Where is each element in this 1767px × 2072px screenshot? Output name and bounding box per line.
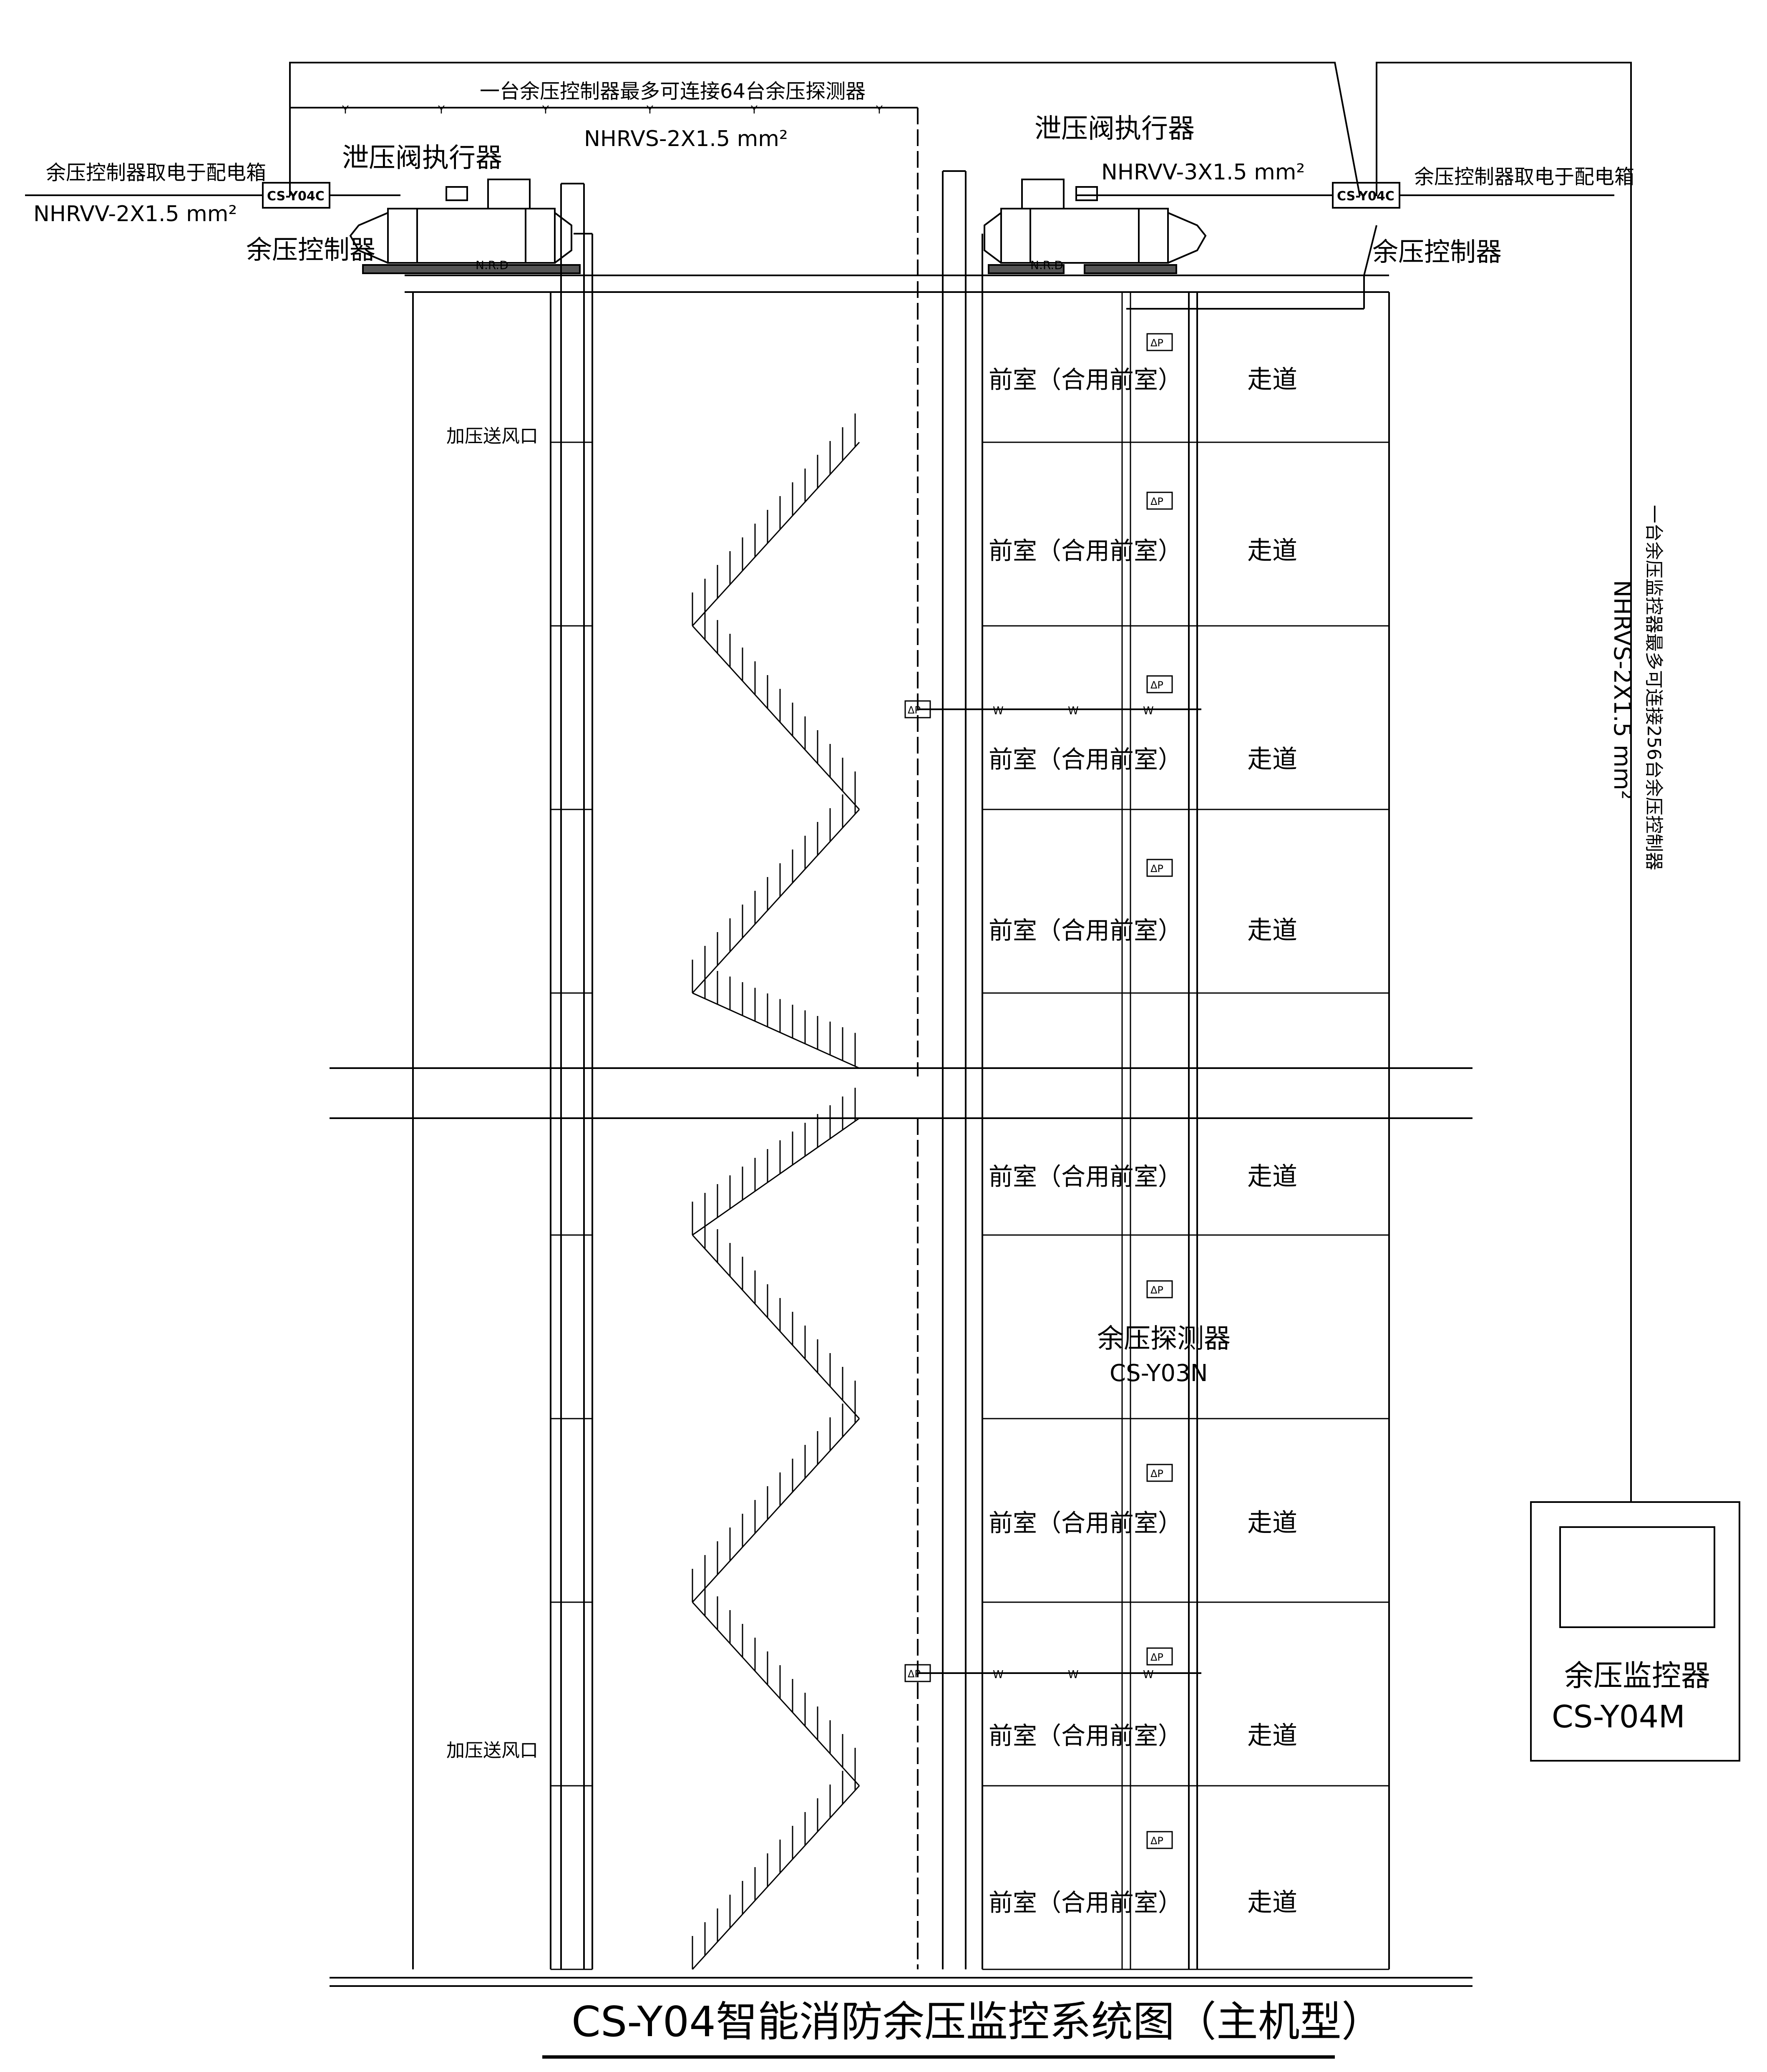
top-cable: NHRVS-2X1.5 mm² xyxy=(584,126,788,151)
corridor-label: 走道 xyxy=(1247,536,1297,565)
line-code: Y xyxy=(342,104,349,116)
line-code: Y xyxy=(876,104,883,116)
stair-flight xyxy=(692,992,860,1069)
stair-flight xyxy=(692,1418,860,1603)
corridor-label: 走道 xyxy=(1247,1721,1297,1750)
stair-flight xyxy=(692,1117,860,1236)
pressure-detector xyxy=(1146,1280,1173,1298)
detector-symbol: ΔP xyxy=(1150,679,1163,691)
anteroom-label: 前室（合用前室） xyxy=(989,916,1182,945)
corridor-label: 走道 xyxy=(1247,1162,1297,1191)
right-valve-actuator-label: 泄压阀执行器 xyxy=(1035,113,1195,144)
detector-symbol: ΔP xyxy=(1150,1651,1163,1663)
detector-symbol: ΔP xyxy=(1150,863,1163,875)
left-valve-actuator-label: 泄压阀执行器 xyxy=(342,143,502,174)
anteroom-label: 前室（合用前室） xyxy=(989,537,1182,565)
line-code: Y xyxy=(542,104,549,116)
air-inlet-label-top: 加压送风口 xyxy=(446,426,538,447)
detector-symbol: ΔP xyxy=(1150,1468,1163,1480)
pressure-detector xyxy=(1146,333,1173,351)
right-vertical-cable: NHRVS-2X1.5 mm² xyxy=(1608,580,1636,799)
pressure-detector xyxy=(1146,859,1173,877)
detector-symbol: ΔP xyxy=(908,1668,921,1680)
shaft-detector xyxy=(904,700,931,718)
right-vertical-note: 一台余压监控器最多可连接256台余压控制器 xyxy=(1643,505,1664,870)
right-controller-label: 余压控制器 xyxy=(1372,237,1502,267)
stair-flight xyxy=(692,441,860,627)
stair-flight xyxy=(692,625,860,810)
stair-flight xyxy=(692,1234,860,1419)
pressure-detector xyxy=(1146,1831,1173,1849)
right-controller-model: CS-Y04C xyxy=(1337,189,1394,204)
line-code: Y xyxy=(646,104,653,116)
line-code: W xyxy=(1143,705,1154,717)
right-power-label: 余压控制器取电于配电箱 xyxy=(1414,165,1634,189)
air-inlet-label-bottom: 加压送风口 xyxy=(446,1740,538,1761)
line-code: W xyxy=(1143,1669,1154,1681)
line-code: W xyxy=(993,705,1004,717)
corridor-label: 走道 xyxy=(1247,1508,1297,1538)
anteroom-label: 前室（合用前室） xyxy=(989,1722,1182,1750)
line-code: Y xyxy=(438,104,445,116)
line-code: W xyxy=(993,1669,1004,1681)
detector-symbol: ΔP xyxy=(1150,1284,1163,1296)
detector-symbol: ΔP xyxy=(1150,337,1163,349)
right-cable-label: NHRVV-3X1.5 mm² xyxy=(1101,160,1305,185)
stair-flight xyxy=(692,1601,860,1787)
corridor-label: 走道 xyxy=(1247,365,1297,394)
detector-model: CS-Y03N xyxy=(1110,1360,1208,1387)
line-code: Y xyxy=(750,104,758,116)
pressure-detector xyxy=(1146,492,1173,510)
detector-symbol: ΔP xyxy=(1150,1835,1163,1847)
corridor-label: 走道 xyxy=(1247,1888,1297,1917)
stair-flight xyxy=(692,809,860,994)
top-note: 一台余压控制器最多可连接64台余压探测器 xyxy=(480,80,866,103)
line-code: W xyxy=(1068,1669,1079,1681)
left-power-label: 余压控制器取电于配电箱 xyxy=(46,161,266,184)
pressure-detector xyxy=(1146,1464,1173,1482)
diagram-title: CS-Y04智能消防余压监控系统图（主机型） xyxy=(571,1997,1383,2046)
stair-flight xyxy=(692,1785,860,1970)
anteroom-label: 前室（合用前室） xyxy=(989,745,1182,774)
left-nrd-label: N.R.D xyxy=(476,258,508,272)
detector-symbol: ΔP xyxy=(908,704,921,716)
anteroom-label: 前室（合用前室） xyxy=(989,1162,1182,1191)
right-nrd-label: N.R.D xyxy=(1030,258,1063,272)
monitor-name: 余压监控器 xyxy=(1564,1659,1710,1693)
left-cable-label: NHRVV-2X1.5 mm² xyxy=(33,202,237,227)
shaft-detector xyxy=(904,1664,931,1682)
monitor-box xyxy=(1530,1501,1740,1762)
left-controller-model: CS-Y04C xyxy=(267,189,325,204)
corridor-label: 走道 xyxy=(1247,916,1297,945)
anteroom-label: 前室（合用前室） xyxy=(989,365,1182,394)
pressure-detector xyxy=(1146,675,1173,693)
corridor-label: 走道 xyxy=(1247,745,1297,774)
detector-name: 余压探测器 xyxy=(1097,1323,1231,1354)
line-code: W xyxy=(1068,705,1079,717)
anteroom-label: 前室（合用前室） xyxy=(989,1888,1182,1917)
anteroom-label: 前室（合用前室） xyxy=(989,1509,1182,1537)
monitor-model: CS-Y04M xyxy=(1552,1699,1685,1735)
detector-symbol: ΔP xyxy=(1150,496,1163,507)
left-controller-label: 余压控制器 xyxy=(246,234,375,265)
pressure-detector xyxy=(1146,1647,1173,1666)
